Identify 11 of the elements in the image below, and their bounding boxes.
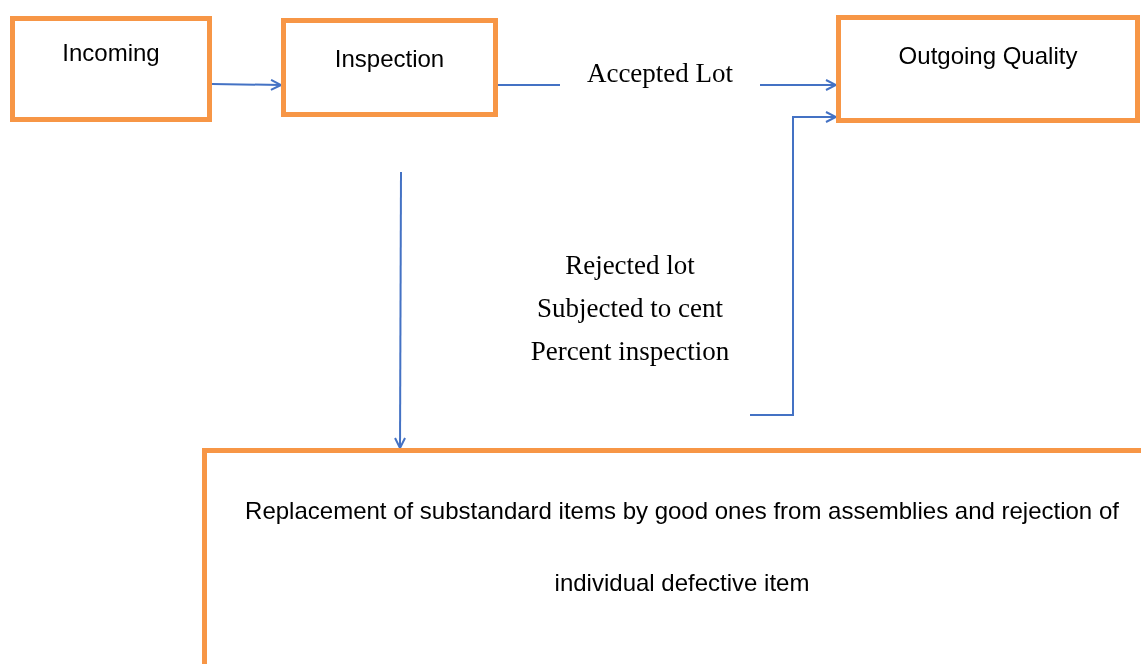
- box-text: Incoming: [61, 39, 161, 68]
- box-text: Replacement of substandard items by good ones from assemblies and rejection of individual defective item: [244, 496, 1120, 598]
- process-box: [281, 18, 498, 117]
- arrow: [211, 78, 282, 91]
- box-text: Outgoing Quality: [897, 42, 1079, 71]
- arrow: [749, 111, 837, 416]
- process-box: [836, 15, 1140, 123]
- process-box: [10, 16, 212, 122]
- process-box: [202, 448, 1141, 664]
- arrow: [394, 171, 407, 449]
- box-text: Inspection: [333, 45, 446, 74]
